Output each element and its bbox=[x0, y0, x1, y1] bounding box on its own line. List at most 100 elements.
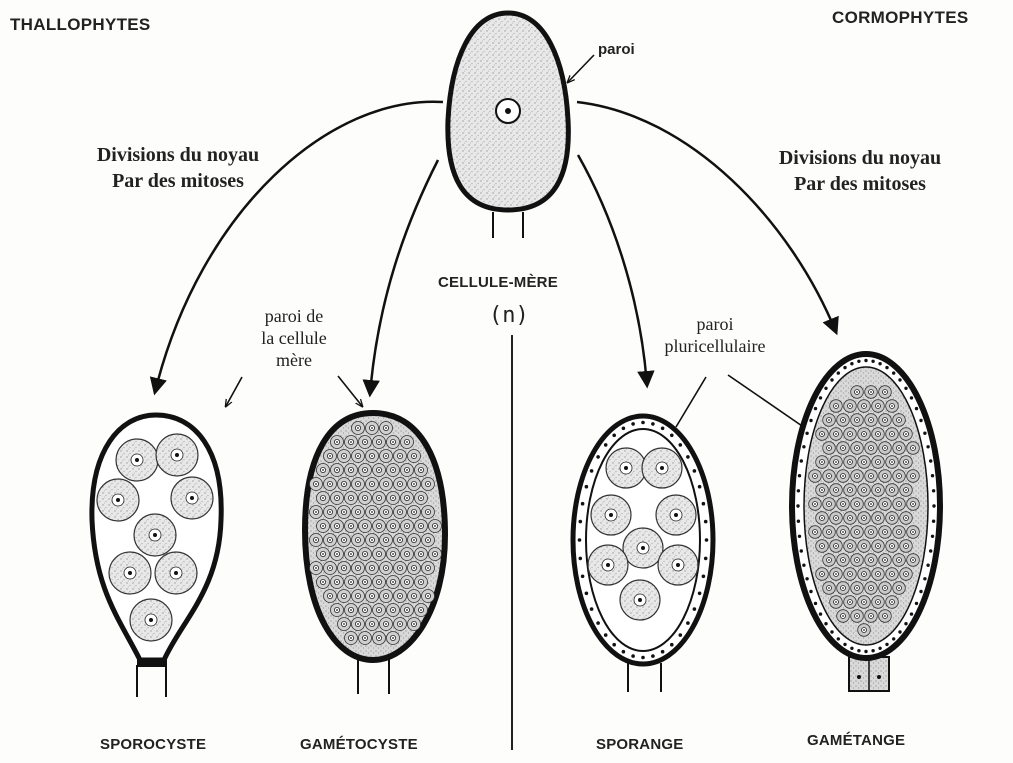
gamete-nucleolus bbox=[322, 553, 324, 555]
gamete-nucleolus bbox=[828, 559, 830, 561]
wall-cell bbox=[590, 607, 594, 611]
wall-cell bbox=[661, 650, 665, 654]
gamete-nucleolus bbox=[863, 405, 865, 407]
gamete-nucleolus bbox=[891, 601, 893, 603]
wall-cell bbox=[641, 421, 645, 425]
gamete-nucleolus bbox=[870, 615, 872, 617]
wall-cell bbox=[809, 590, 812, 593]
wall-cell bbox=[871, 360, 874, 363]
wall-cell bbox=[850, 362, 853, 365]
wall-cell bbox=[579, 520, 583, 524]
wall-cell bbox=[929, 459, 932, 462]
gamete-nucleolus bbox=[856, 531, 858, 533]
gamete-nucleolus bbox=[870, 587, 872, 589]
gamete-nucleolus bbox=[371, 455, 373, 457]
gamete-nucleolus bbox=[357, 539, 359, 541]
gamete-nucleolus bbox=[399, 623, 401, 625]
gamete-nucleolus bbox=[350, 609, 352, 611]
gamete-nucleolus bbox=[378, 581, 380, 583]
gamete-nucleolus bbox=[378, 469, 380, 471]
gamete-nucleolus bbox=[350, 441, 352, 443]
gamete-nucleolus bbox=[427, 595, 429, 597]
gamete-nucleolus bbox=[905, 545, 907, 547]
gamete-nucleolus bbox=[821, 461, 823, 463]
wall-cell bbox=[923, 577, 926, 580]
gamete-nucleolus bbox=[364, 441, 366, 443]
wall-mother-line2: la cellule bbox=[244, 327, 344, 349]
gamete-nucleolus bbox=[898, 587, 900, 589]
gametange-structure bbox=[792, 354, 940, 691]
gamete-nucleolus bbox=[343, 595, 345, 597]
wall-cell bbox=[805, 432, 808, 435]
wall-cell bbox=[805, 577, 808, 580]
wall-label: paroi bbox=[598, 40, 635, 60]
gamete-nucleolus bbox=[842, 475, 844, 477]
gamete-nucleolus bbox=[336, 609, 338, 611]
wall-cell bbox=[885, 366, 888, 369]
gametocyste-structure bbox=[305, 413, 445, 694]
gamete-nucleolus bbox=[329, 567, 331, 569]
wall-mother-line1: paroi de bbox=[244, 305, 344, 327]
gamete-nucleolus bbox=[863, 601, 865, 603]
wall-cell bbox=[830, 378, 833, 381]
gamete-nucleolus bbox=[420, 553, 422, 555]
gamete-nucleolus bbox=[905, 573, 907, 575]
gamete-nucleolus bbox=[336, 581, 338, 583]
gamete-nucleolus bbox=[336, 553, 338, 555]
gamete-nucleolus bbox=[392, 609, 394, 611]
gamete-nucleolus bbox=[378, 553, 380, 555]
gamete-nucleolus bbox=[413, 539, 415, 541]
gamete-nucleolus bbox=[371, 427, 373, 429]
wall-cell bbox=[585, 485, 589, 489]
spore-nucleolus bbox=[174, 571, 178, 575]
gamete-nucleolus bbox=[884, 391, 886, 393]
gamete-nucleolus bbox=[891, 545, 893, 547]
wall-cell bbox=[850, 647, 853, 650]
wall-cell bbox=[579, 557, 583, 561]
gamete-nucleolus bbox=[357, 483, 359, 485]
spore-nucleolus bbox=[135, 458, 139, 462]
wall-cell bbox=[651, 654, 655, 658]
wall-cell bbox=[702, 575, 706, 579]
gamete-nucleolus bbox=[912, 503, 914, 505]
gamete-nucleolus bbox=[392, 581, 394, 583]
division-left-line1: Divisions du noyau bbox=[78, 142, 278, 168]
gamete-nucleolus bbox=[420, 609, 422, 611]
wall-cell bbox=[915, 407, 918, 410]
wall-cell bbox=[798, 535, 801, 538]
wall-cell bbox=[622, 427, 626, 431]
gamete-nucleolus bbox=[877, 573, 879, 575]
gamete-nucleolus bbox=[336, 525, 338, 527]
division-label-left: Divisions du noyau Par des mitoses bbox=[78, 142, 278, 194]
gamete-nucleolus bbox=[877, 405, 879, 407]
gamete-nucleolus bbox=[371, 595, 373, 597]
gamete-nucleolus bbox=[884, 419, 886, 421]
gamete-nucleolus bbox=[884, 531, 886, 533]
gamete-nucleolus bbox=[413, 455, 415, 457]
gamete-nucleolus bbox=[406, 609, 408, 611]
gamete-nucleolus bbox=[863, 489, 865, 491]
gamete-nucleolus bbox=[350, 581, 352, 583]
gamete-nucleolus bbox=[357, 595, 359, 597]
wall-mother-pointer-right bbox=[338, 376, 362, 406]
wall-cell bbox=[843, 366, 846, 369]
gamete-nucleolus bbox=[406, 441, 408, 443]
wall-cell bbox=[661, 427, 665, 431]
wall-multicellular-pointer-left bbox=[676, 377, 706, 427]
gamete-nucleolus bbox=[828, 419, 830, 421]
mother-cell bbox=[448, 13, 569, 238]
gamete-nucleolus bbox=[884, 475, 886, 477]
gamete-nucleolus bbox=[863, 517, 865, 519]
gamete-nucleolus bbox=[863, 573, 865, 575]
wall-cell bbox=[612, 434, 616, 438]
gamete-nucleolus bbox=[392, 637, 394, 639]
gamete-nucleolus bbox=[420, 581, 422, 583]
wall-cell bbox=[578, 538, 582, 542]
gamete-nucleolus bbox=[898, 475, 900, 477]
gamete-nucleolus bbox=[364, 581, 366, 583]
gamete-nucleolus bbox=[406, 469, 408, 471]
gamete-nucleolus bbox=[322, 469, 324, 471]
gamete-nucleolus bbox=[821, 517, 823, 519]
gamete-nucleolus bbox=[877, 545, 879, 547]
gamete-nucleolus bbox=[322, 525, 324, 527]
